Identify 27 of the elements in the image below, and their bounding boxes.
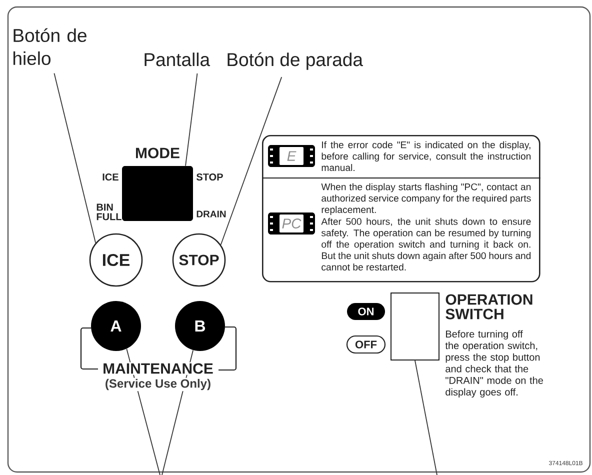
leader-line xyxy=(54,72,96,244)
switch-note: Before turning off the operation switch, press the stop button and check that the "DRAIN" mode on the display goes off. xyxy=(445,330,543,398)
callout-label: Botón de hielo xyxy=(14,28,86,66)
indicator-label: ICE xyxy=(102,173,118,181)
position-pill: ON xyxy=(347,303,385,320)
note-text: When the display starts flashing "PC", contact an authorized service company for the required parts replacement. xyxy=(321,183,531,215)
segment-display: PC xyxy=(268,212,315,234)
position-pill: OFF xyxy=(346,335,386,354)
leader-line xyxy=(220,76,282,246)
indicator-label: BIN FULL xyxy=(96,204,122,220)
indicator-label: DRAIN xyxy=(196,210,226,218)
segment-display: E xyxy=(268,145,315,167)
round-button: STOP xyxy=(172,233,226,287)
callout-label: Pantalla xyxy=(144,52,210,66)
round-button: A xyxy=(91,301,141,351)
round-button: B xyxy=(175,301,225,351)
display-heading: MODE xyxy=(136,148,180,158)
group-label: MAINTENANCE xyxy=(102,362,214,375)
indicator-label: STOP xyxy=(196,173,223,181)
switch-heading: OPERATION SWITCH xyxy=(446,294,532,320)
note-text: After 500 hours, the unit shuts down to ensure safety. The operation can be resumed by turning off the operation switch and turning it back on. But the unit shuts down again after 500 hours and cannot be restarted. xyxy=(321,218,531,270)
note-text: If the error code "E" is indicated on the display, before calling for service, consult the instruction manual. xyxy=(322,141,531,172)
round-button: ICE xyxy=(89,233,143,287)
callout-label: Botón de parada xyxy=(228,52,363,70)
leader-line xyxy=(185,72,198,166)
leader-line xyxy=(414,360,438,475)
group-sublabel: (Service Use Only) xyxy=(104,378,212,392)
